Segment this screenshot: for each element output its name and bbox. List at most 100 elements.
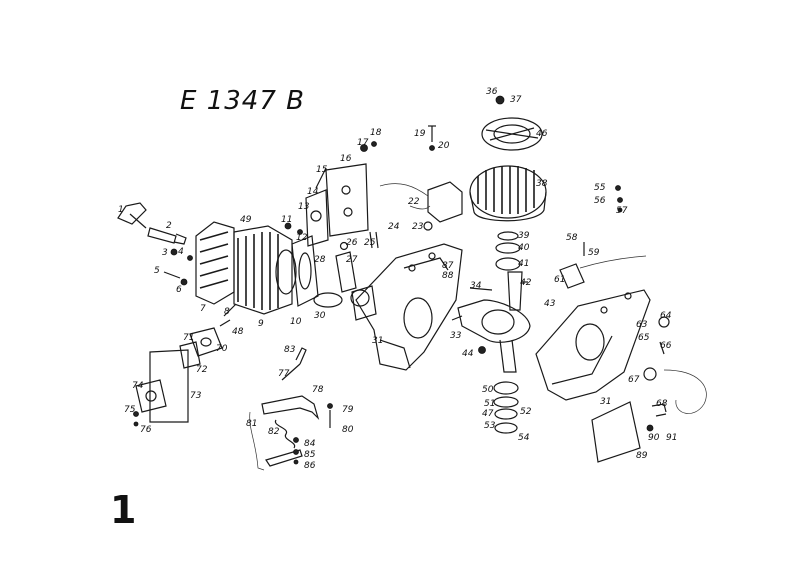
callout-16: 16 xyxy=(340,154,352,164)
callout-73: 73 xyxy=(190,391,202,401)
callout-67: 67 xyxy=(628,375,640,385)
callout-15: 15 xyxy=(316,165,328,175)
callout-2: 2 xyxy=(166,221,172,231)
callout-50: 50 xyxy=(482,385,494,395)
callout-22: 22 xyxy=(408,197,420,207)
callout-54: 54 xyxy=(518,433,530,443)
callout-86: 86 xyxy=(304,461,316,471)
callout-19: 19 xyxy=(414,129,426,139)
spacer-part xyxy=(423,221,433,231)
spark-plug-part xyxy=(147,227,187,245)
upper-seals-bearings-part xyxy=(495,231,528,283)
nuts-part xyxy=(360,141,377,152)
callout-23: 23 xyxy=(412,222,424,232)
ignition-coil-part xyxy=(379,181,463,223)
page-number: 1 xyxy=(110,488,137,532)
throttle-spring-part xyxy=(274,419,296,449)
carb-gasket-part xyxy=(135,379,167,413)
callout-81: 81 xyxy=(246,419,257,429)
cylinder-head-part xyxy=(195,221,235,305)
callout-33: 33 xyxy=(450,331,462,341)
callout-48: 48 xyxy=(232,327,244,337)
callout-12: 12 xyxy=(296,233,308,243)
callout-79: 79 xyxy=(342,405,354,415)
callout-64: 64 xyxy=(660,311,672,321)
callout-91: 91 xyxy=(666,433,677,443)
callout-26: 26 xyxy=(346,238,358,248)
callout-5: 5 xyxy=(154,266,160,276)
callout-37: 37 xyxy=(510,95,522,105)
cable-holder-part xyxy=(559,242,647,289)
cylinder-fasteners-part xyxy=(163,222,303,286)
callout-75: 75 xyxy=(124,405,136,415)
small-nuts-part xyxy=(615,185,623,213)
callout-14: 14 xyxy=(307,187,319,197)
protection-plate-part xyxy=(591,401,641,463)
key-part xyxy=(469,287,493,291)
callout-30: 30 xyxy=(314,311,326,321)
callout-72: 72 xyxy=(196,365,208,375)
callout-38: 38 xyxy=(536,179,548,189)
bushing-part xyxy=(369,231,379,249)
callout-44: 44 xyxy=(462,349,474,359)
air-filter-bracket-part xyxy=(149,349,189,423)
callout-51: 51 xyxy=(484,399,495,409)
callout-68: 68 xyxy=(656,399,668,409)
crankcase-right-part xyxy=(535,289,651,401)
callout-27: 27 xyxy=(346,255,358,265)
callout-57: 57 xyxy=(616,206,628,216)
fuel-fittings-part xyxy=(643,316,707,414)
callout-84: 84 xyxy=(304,439,316,449)
callout-3: 3 xyxy=(162,248,168,258)
callout-42: 42 xyxy=(520,278,532,288)
callout-39: 39 xyxy=(518,231,530,241)
callout-36: 36 xyxy=(486,87,498,97)
callout-31-right: 31 xyxy=(600,397,611,407)
callout-88: 88 xyxy=(442,271,454,281)
callout-6: 6 xyxy=(176,285,182,295)
callout-18: 18 xyxy=(370,128,382,138)
callout-78: 78 xyxy=(312,385,324,395)
callout-53: 53 xyxy=(484,421,496,431)
callout-17: 17 xyxy=(357,138,369,148)
callout-8: 8 xyxy=(224,307,230,317)
callout-43: 43 xyxy=(544,299,556,309)
callout-76: 76 xyxy=(140,425,152,435)
callout-10: 10 xyxy=(290,317,302,327)
callout-46: 46 xyxy=(536,129,548,139)
linkage-screws-part xyxy=(293,403,333,465)
needle-bearing-part xyxy=(478,346,486,354)
cylinder-part xyxy=(233,225,297,315)
callout-24: 24 xyxy=(388,222,400,232)
callout-13: 13 xyxy=(298,202,310,212)
callout-59: 59 xyxy=(588,248,600,258)
callout-34: 34 xyxy=(470,281,482,291)
callout-83: 83 xyxy=(284,345,296,355)
throttle-bracket-part xyxy=(261,395,320,421)
callout-65: 65 xyxy=(638,333,650,343)
callout-61: 61 xyxy=(554,275,565,285)
callout-82: 82 xyxy=(268,427,280,437)
callout-11: 11 xyxy=(281,215,292,225)
callout-7: 7 xyxy=(200,304,206,314)
lower-seals-bearings-part xyxy=(493,381,519,434)
callout-70: 70 xyxy=(216,344,228,354)
callout-41: 41 xyxy=(518,259,529,269)
callout-28: 28 xyxy=(314,255,326,265)
cylinder-gasket-part xyxy=(291,235,319,307)
callout-85: 85 xyxy=(304,450,316,460)
flywheel-nut-part xyxy=(495,95,505,105)
callout-25: 25 xyxy=(364,238,376,248)
callout-66: 66 xyxy=(660,341,672,351)
spark-plug-cap-part xyxy=(117,202,147,229)
callout-49: 49 xyxy=(240,215,252,225)
piston-pin-part xyxy=(335,251,357,293)
callout-40: 40 xyxy=(518,243,530,253)
reed-gasket-part xyxy=(305,189,329,247)
pin-part xyxy=(219,319,231,327)
intake-manifold-part xyxy=(179,327,223,369)
intake-plate-part xyxy=(325,163,369,237)
small-washer-part xyxy=(339,241,349,251)
